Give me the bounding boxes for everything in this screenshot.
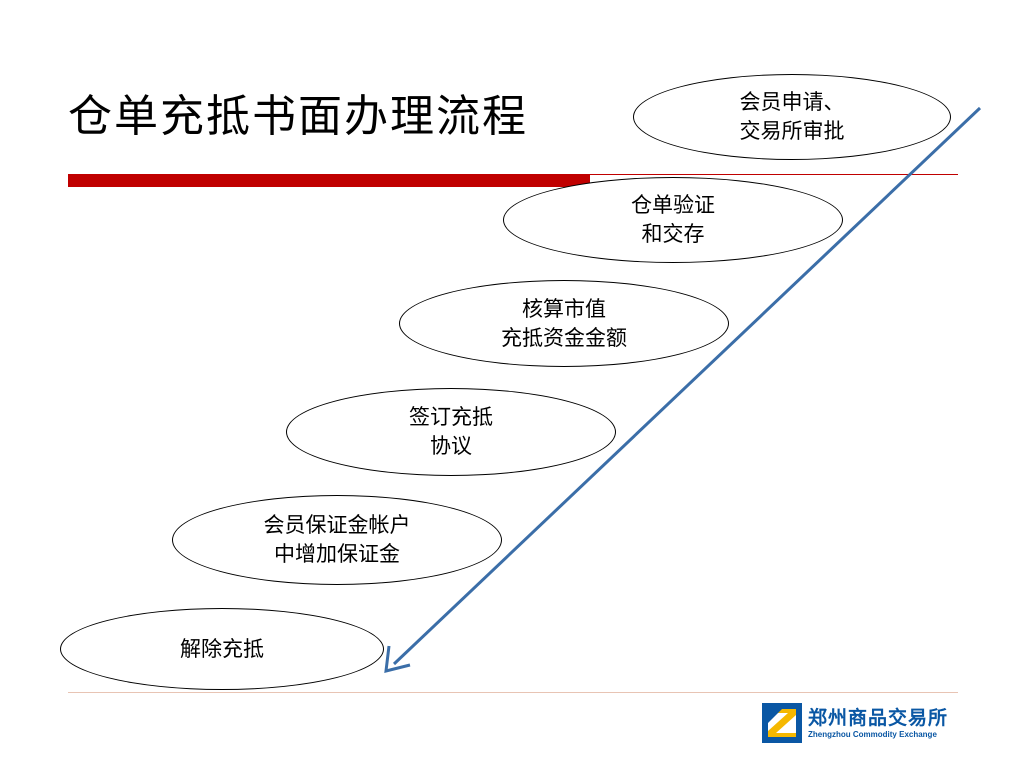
step-sign-agreement: 签订充抵 协议 [286,388,616,476]
step-line2: 交易所审批 [739,119,845,143]
step-line2: 协议 [430,434,472,458]
step-line1: 会员保证金帐户 [263,513,411,537]
step-increase-margin: 会员保证金帐户 中增加保证金 [172,495,502,585]
step-line1: 仓单验证 [631,193,715,217]
step-line1: 解除充抵 [180,636,264,661]
exchange-logo-icon [762,703,802,743]
step-receipt-verification: 仓单验证 和交存 [503,177,843,263]
step-line1: 签订充抵 [409,405,493,429]
slide-title: 仓单充抵书面办理流程 [68,91,528,142]
step-line2: 和交存 [641,222,705,246]
title-underline-bar [68,174,590,187]
exchange-logo: 郑州商品交易所 Zhengzhou Commodity Exchange [762,700,962,746]
footer-divider [68,692,958,693]
step-release-pledge: 解除充抵 [60,608,384,690]
step-member-application: 会员申请、 交易所审批 [633,74,951,160]
step-market-value-calc: 核算市值 充抵资金金额 [399,280,729,367]
title-underline-line [590,174,958,175]
logo-name-cn: 郑州商品交易所 [808,706,949,729]
step-line2: 中增加保证金 [274,542,400,566]
step-line1: 核算市值 [522,296,606,321]
step-line1: 会员申请、 [739,90,845,114]
step-line2: 充抵资金金额 [501,325,627,350]
logo-name-en: Zhengzhou Commodity Exchange [808,729,937,739]
